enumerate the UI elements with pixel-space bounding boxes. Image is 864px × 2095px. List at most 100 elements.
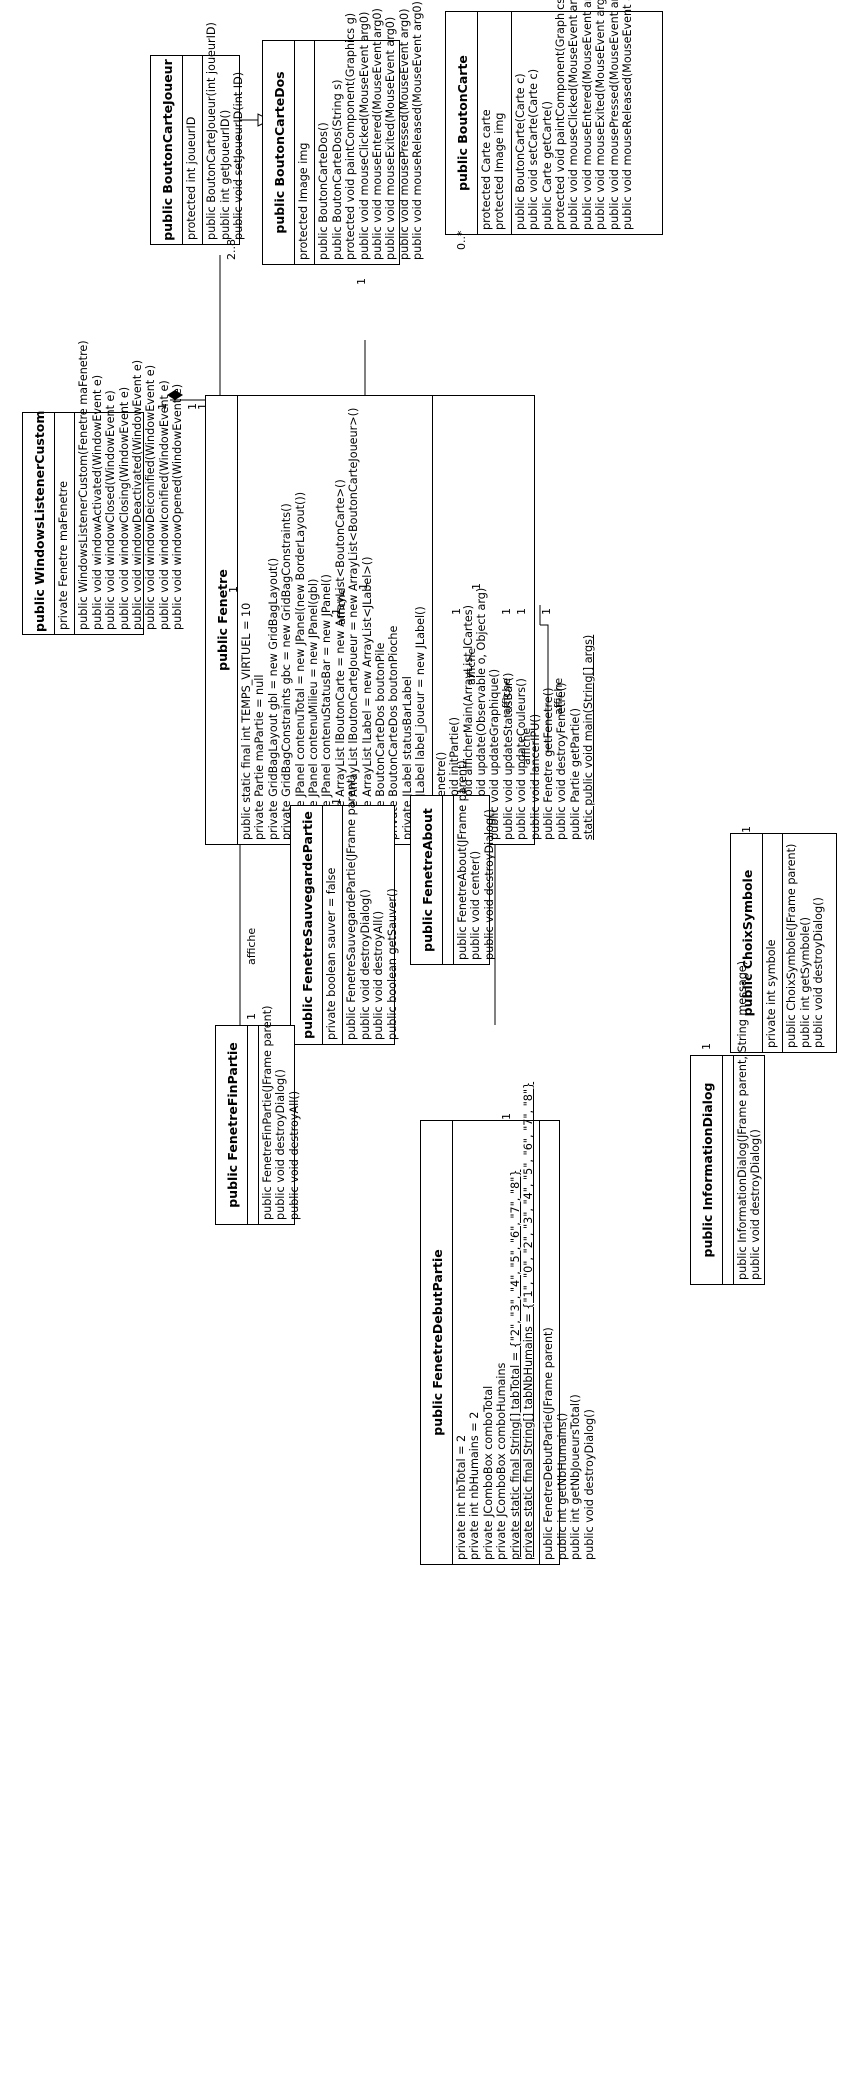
class-member: private JPanel contenuMilieu = new JPane… [307,578,321,840]
class-title: public FenetreSauvegardePartie [291,806,323,1044]
class-member: public FenetreAbout(JFrame parent) [456,760,469,960]
class-member: protected int joueurID [185,116,198,240]
class-title: public BoutonCarteJoueur [151,56,183,244]
class-member: private Partie maPartie = null [253,674,267,840]
class-methods: public FenetreAbout(JFrame parent) public… [454,760,500,964]
class-title: public WindowsListenerCustom [23,411,55,634]
class-attributes [248,1026,259,1224]
class-member: public void destroyAll() [287,1090,301,1220]
class-member: private JLabel statusBarLabel [400,676,414,840]
class-boutoncartejoueur: public BoutonCarteJoueur protected int j… [150,22,245,245]
class-member: protected Image img [493,112,507,230]
class-member: public int getSymbole() [798,916,812,1048]
class-member: public void mouseEntered(MouseEvent arg0… [580,0,594,230]
class-fenetresauvegardepartie: public FenetreSauvegardePartie private b… [290,774,399,1045]
class-member: public void mouseEntered(MouseEvent arg0… [371,8,385,260]
class-member: private JLabel label_joueur = new JLabel… [414,606,428,840]
class-member: public void windowIconified(WindowEvent … [157,380,171,630]
class-member: public void mousePressed(MouseEvent arg0… [607,0,621,230]
class-member: private BoutonCarteDos boutonPioche [387,625,401,840]
multiplicity: 1 [355,278,368,285]
class-methods: public FenetreFinPartie(JFrame parent) pu… [259,1005,305,1224]
class-member: public void mouseClicked(MouseEvent arg0… [567,0,581,230]
class-member: public boolean getSauver() [385,888,399,1040]
class-boutoncartedos: public BoutonCarteDos protected Image im… [262,1,424,265]
multiplicity: 2..8 [225,239,238,260]
class-fenetredebutpartie: public FenetreDebutPartie private int nb… [420,1082,596,1565]
class-member: public void destroyDialog() [582,1409,596,1560]
multiplicity: 1 [540,608,553,615]
class-member: public void windowClosing(WindowEvent e) [117,386,131,630]
class-member: private JPanel contenuStatusBar = new JP… [320,574,334,840]
class-methods: public InformationDialog(JFrame parent, … [734,960,767,1284]
diamond-fenetre-listener [167,390,183,400]
multiplicity: 1 [455,788,468,795]
association-label: affiche [335,587,348,625]
class-member: public int getNbJoueursTotal() [569,1394,583,1560]
class-member: protected void paintComponent(Graphics g… [344,12,358,260]
class-member: private int nbTotal = 2 [455,1434,468,1560]
class-member: private ArrayList lLabel = new ArrayList… [360,556,374,840]
class-member: public Fenetre getFenetre() [541,687,555,840]
class-member: public InformationDialog(JFrame parent, … [736,960,749,1280]
multiplicity: 1 [470,583,483,590]
class-member: private boolean sauver = false [325,867,338,1040]
class-member: public void setCarte(Carte c) [527,68,541,230]
class-member: public Carte getCarte() [540,101,554,230]
class-member: public void mouseReleased(MouseEvent arg… [411,1,425,260]
class-member: public void mouseExited(MouseEvent arg0) [384,16,398,260]
association-label: affiche [520,727,533,765]
class-member: private static final String[] tabTotal =… [508,1169,522,1560]
association-label: affiche [245,927,258,965]
class-title: public InformationDialog [691,1056,723,1284]
multiplicity: 1 [500,608,513,615]
class-member: public void mouseExited(MouseEvent arg0) [594,0,608,230]
class-member: public void update(Observable o, Object … [474,587,488,840]
class-member: public void windowClosed(WindowEvent e) [104,390,118,630]
class-title: public Fenetre [206,396,238,844]
class-methods: public BoutonCarteJoueur(int joueurID)pu… [203,22,249,244]
multiplicity: 1 [196,403,209,410]
link-fenetre-choix [540,624,549,753]
class-title: public FenetreDebutPartie [421,1121,453,1564]
multiplicity: 1 [357,583,370,590]
class-member: protected void paintComponent(Graphics g… [554,0,568,230]
class-title: public FenetreAbout [411,796,443,964]
class-methods: public BoutonCarte(Carte c)public void s… [512,0,639,234]
association-label: affiche [465,647,478,685]
class-member: public ChoixSymbole(JFrame parent) [785,843,799,1048]
class-attributes: protected int joueurID [183,56,204,244]
class-member: protected Image img [297,142,310,260]
multiplicity: 1 [245,1013,258,1020]
class-member: public void updateGraphique() [488,668,502,840]
class-member: public void setJoueurID(int ID) [232,71,246,240]
class-member: public int getJoueurID() [218,109,232,240]
class-title: public BoutonCarteDos [263,41,295,264]
class-member: public void windowDeactivated(WindowEven… [131,359,145,630]
class-member: private int nbHumains = 2 [468,1411,482,1560]
class-member: private JComboBox comboTotal [481,1385,495,1560]
class-attributes [443,796,454,964]
class-member: public FenetreFinPartie(JFrame parent) [261,1005,274,1220]
class-member: public void windowActivated(WindowEvent … [90,374,104,630]
class-member: public void updateCouleurs() [515,678,529,840]
class-member: public FenetreDebutPartie(JFrame parent) [542,1327,556,1560]
class-fenetre: public Fenetre public static final int T… [205,395,595,845]
class-member: public void destroyDialog() [482,809,496,960]
class-member: public WindowsListenerCustom(Fenetre maF… [77,340,91,630]
class-attributes: private Fenetre maFenetre [55,413,76,634]
multiplicity: 1 [330,798,343,805]
class-member: private JPanel contenuTotal = new JPanel… [293,491,307,840]
class-member: public int getNbHumains() [555,1412,569,1560]
multiplicity: 1 [500,1113,513,1120]
class-member: public void destroyDialog() [812,897,826,1048]
class-methods: public BoutonCarteDos()public BoutonCart… [315,1,428,264]
class-member: public BoutonCarteDos(String s) [330,79,344,260]
class-member: public void destroyDialog() [358,889,372,1040]
class-member: private BoutonCarteDos boutonPile [374,642,388,840]
class-member: public void mousePressed(MouseEvent arg0… [397,8,411,260]
class-attributes: private int symbole [763,834,784,1052]
class-attributes: private boolean sauver = false [323,806,344,1044]
